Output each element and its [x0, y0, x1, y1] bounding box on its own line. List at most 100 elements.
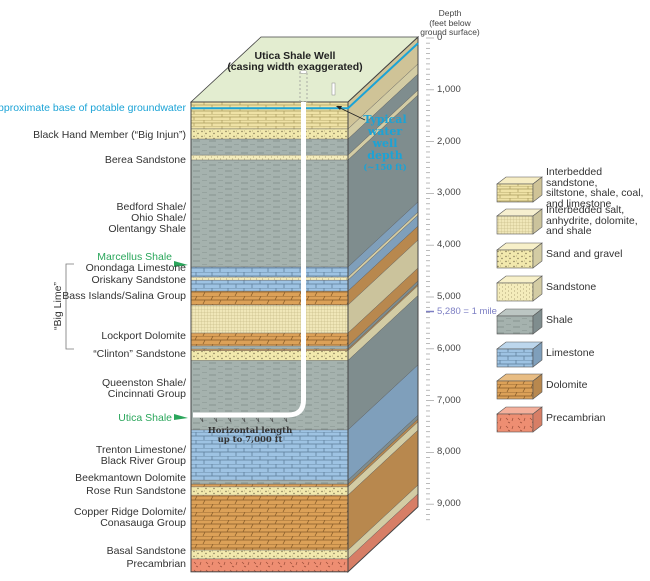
- formation-label-line: “Clinton” Sandstone: [93, 348, 186, 360]
- layer-front-limestone: [191, 429, 348, 481]
- formation-label: “Clinton” Sandstone: [93, 349, 186, 360]
- layer-front-sandstone: [191, 155, 348, 161]
- legend-label-line: Dolomite: [546, 379, 588, 391]
- perforation-mark: [283, 417, 288, 423]
- formation-label: Black Hand Member (“Big Injun”): [33, 130, 186, 141]
- horiz-line: Horizontal length: [207, 426, 293, 436]
- layer-front-limestone: [191, 266, 348, 278]
- formation-label-line: Ohio Shale/: [131, 212, 186, 224]
- perforation-mark: [227, 417, 232, 423]
- legend-label-line: Precambrian: [546, 412, 606, 424]
- formation-label-line: Onondaga Limestone: [85, 262, 186, 274]
- formation-label: Marcellus Shale: [97, 252, 172, 263]
- legend-label-dolomite: Dolomite: [546, 380, 587, 391]
- perforation-mark: [255, 417, 260, 423]
- layer-front-shale: [191, 345, 348, 350]
- formation-label-line: Beekmantown Dolomite: [75, 472, 186, 484]
- formation-label: Bedford Shale/Ohio Shale/Olentangy Shale: [108, 202, 186, 235]
- layer-front-sandgravel: [191, 486, 348, 496]
- water-well-arrow: [337, 106, 366, 121]
- layer-front-salt: [191, 305, 348, 334]
- wwd-line: well: [372, 137, 398, 150]
- layer-front-dolomite: [191, 349, 348, 351]
- groundwater-label: Approximate base of potable groundwater: [0, 102, 186, 114]
- arrowhead-icon: [336, 106, 342, 110]
- layer-front-shale: [191, 139, 348, 156]
- formation-label-line: Rose Run Sandstone: [86, 485, 186, 497]
- legend-label-line: Interbedded sandstone,: [546, 166, 603, 189]
- formation-label-line: Precambrian: [126, 558, 186, 570]
- wwd-line: Typical: [363, 113, 407, 126]
- big-lime-bracket: [65, 263, 74, 350]
- layer-front-sandgravel: [191, 128, 348, 140]
- depth-tick-label: 5,000: [437, 291, 461, 302]
- layer-front-shale: [191, 160, 348, 267]
- perforation-mark: [213, 417, 218, 423]
- utica-target-arrow-icon: [174, 414, 188, 420]
- formation-label-line: Conasauga Group: [100, 517, 186, 529]
- formation-label-line: Copper Ridge Dolomite/: [73, 506, 186, 518]
- legend-label-limestone: Limestone: [546, 348, 594, 359]
- formation-label: Precambrian: [126, 559, 186, 570]
- formation-label: Oriskany Sandstone: [91, 275, 186, 286]
- depth-tick-label: 0: [437, 32, 443, 43]
- wwd-line: water: [367, 125, 403, 138]
- depth-title-line: ground surface): [420, 27, 480, 37]
- layer-front-sandgravel: [191, 550, 348, 559]
- big-lime-label: “Big Lime”: [52, 282, 64, 330]
- legend-label-line: siltstone, shale, coal,: [546, 187, 644, 199]
- well-overlay: [65, 70, 366, 423]
- layer-front-dolomite: [191, 495, 348, 551]
- depth-scale: [426, 37, 434, 521]
- formation-label: Berea Sandstone: [105, 155, 186, 166]
- layer-front-dolomite: [191, 291, 348, 306]
- depth-title-line: Depth: [438, 8, 462, 18]
- diagram-title: Utica Shale Well (casing width exaggerat…: [220, 51, 370, 73]
- legend-swatch-limestone: [496, 341, 543, 368]
- formation-label-line: Black River Group: [100, 455, 186, 467]
- legend-label-precambrian: Precambrian: [546, 413, 606, 424]
- formation-label-line: Black Hand Member (“Big Injun”): [33, 129, 186, 141]
- formation-label: Onondaga Limestone: [86, 263, 186, 274]
- formation-label-line: Berea Sandstone: [104, 154, 186, 166]
- formation-label: Beekmantown Dolomite: [75, 473, 186, 484]
- legend-label-line: and limestone: [546, 197, 612, 210]
- layer-front-shale: [191, 480, 348, 485]
- depth-tick-label: 6,000: [437, 342, 461, 354]
- legend-label-line: Sandstone: [546, 281, 597, 293]
- depth-title-line: (feet below: [429, 17, 471, 28]
- formation-label: Queenston Shale/Cincinnati Group: [102, 378, 186, 400]
- formation-label-line: Lockport Dolomite: [101, 330, 186, 342]
- legend-label-sandgravel: Sand and gravel: [546, 249, 622, 260]
- title-line-2: (casing width exaggerated): [227, 61, 363, 73]
- side-face-outline: [347, 35, 419, 573]
- water-well-depth-label: Typical water well depth (~150 ft): [350, 114, 420, 174]
- depth-axis-title: Depth (feet below ground surface): [405, 8, 495, 38]
- formation-label-line: Queenston Shale/: [101, 377, 186, 389]
- depth-tick-label: 7,000: [437, 394, 461, 406]
- title-line-1: Utica Shale Well: [254, 50, 336, 62]
- legend-swatch-sandgravel: [496, 242, 543, 269]
- formation-label: Rose Run Sandstone: [86, 486, 186, 497]
- legend-label-line: and shale: [546, 225, 592, 237]
- formation-label: Utica Shale: [118, 413, 172, 424]
- layer-front-limestone: [191, 280, 348, 292]
- layer-front-interbedded: [191, 102, 348, 129]
- horiz-line: up to 7,000 ft: [217, 435, 283, 445]
- legend-label-salt: Interbedded salt,anhydrite, dolomite,and…: [546, 205, 638, 237]
- legend-label-line: Interbedded salt,: [546, 204, 625, 216]
- legend-swatch-precambrian: [496, 406, 543, 433]
- legend-swatch-shale: [496, 308, 543, 335]
- formation-label: Bass Islands/Salina Group: [62, 291, 186, 302]
- formation-label-line: Trenton Limestone/: [95, 444, 186, 456]
- perforation-mark: [269, 417, 274, 423]
- formation-label-line: Basal Sandstone: [106, 545, 186, 557]
- formation-label-line: Oriskany Sandstone: [91, 274, 186, 286]
- wwd-line: (~150 ft): [363, 163, 407, 173]
- layer-front-sandgravel: [191, 350, 348, 361]
- legend-label-line: Shale: [546, 314, 573, 326]
- casing-top: [299, 70, 308, 74]
- legend-swatch-interbedded: [496, 176, 543, 203]
- legend-label-line: Sand and gravel: [546, 248, 623, 260]
